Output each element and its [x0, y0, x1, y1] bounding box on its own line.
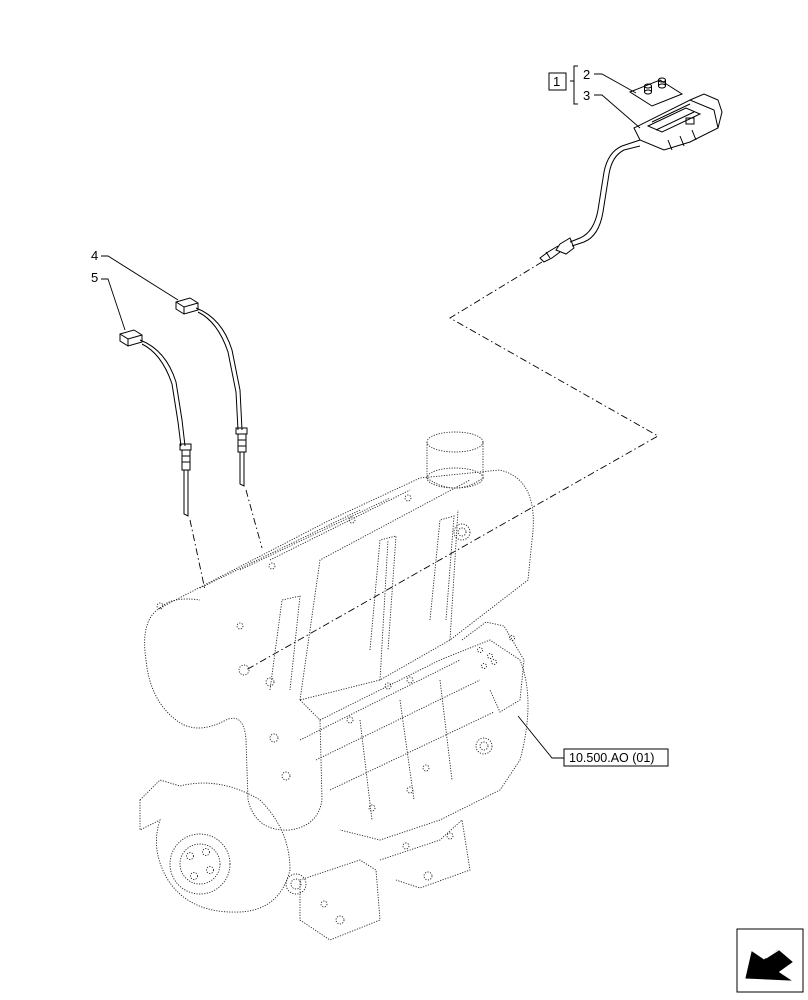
leader-3: [594, 94, 641, 129]
reference-label[interactable]: 10.500.AO (01): [569, 751, 654, 765]
temperature-sensor-5[interactable]: [119, 329, 192, 517]
routing-line-sensor-3: [245, 261, 659, 671]
exhaust-sensor-with-module[interactable]: [539, 93, 723, 263]
plug-caps[interactable]: [628, 77, 684, 107]
temperature-sensor-4[interactable]: [175, 297, 248, 487]
leader-2: [594, 73, 637, 94]
kit-callout-group: 1 2 3: [548, 65, 641, 129]
exhaust-aftertreatment-assembly[interactable]: [139, 431, 534, 941]
reference-leader: [517, 715, 564, 759]
kit-number-box[interactable]: [548, 72, 567, 91]
kit-bracket: [570, 65, 578, 105]
leader-4: [101, 255, 179, 301]
callout-2[interactable]: 2: [583, 67, 590, 82]
routing-line-sensor-4: [245, 489, 263, 549]
callout-3[interactable]: 3: [583, 88, 590, 103]
callout-4[interactable]: 4: [91, 248, 98, 263]
reference-box[interactable]: [563, 748, 669, 767]
routing-line-sensor-5: [189, 519, 206, 591]
leader-5: [101, 278, 126, 331]
callout-1[interactable]: 1: [553, 74, 560, 89]
callout-5[interactable]: 5: [91, 270, 98, 285]
navigation-arrow-icon[interactable]: [736, 928, 804, 993]
left-callouts: 4 5: [91, 248, 179, 331]
